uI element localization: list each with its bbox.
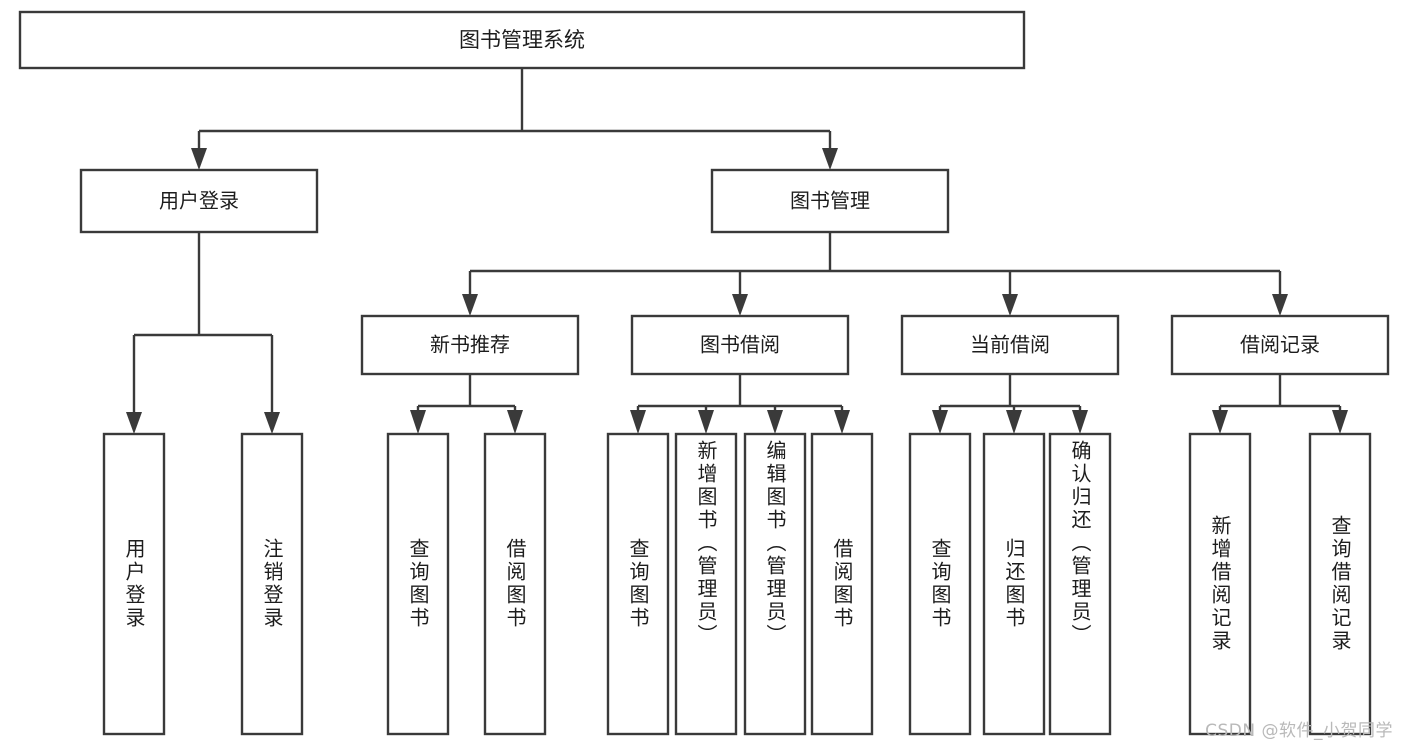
arrow-head-user-login xyxy=(191,148,207,170)
leaf-box-add-book-admin[interactable] xyxy=(674,432,738,736)
leaf-box-return-book[interactable] xyxy=(982,432,1046,736)
arrow-head-new-book-rec xyxy=(462,294,478,316)
leaf-box-borrow-book-1[interactable] xyxy=(483,432,547,736)
node-book-manage-box[interactable] xyxy=(710,168,950,234)
arrow-head-cb-leaf-2 xyxy=(1006,410,1022,434)
arrow-head-bb-leaf-4 xyxy=(834,410,850,434)
node-user-login[interactable]: 用户登录 xyxy=(79,168,319,234)
leaf-box-query-book-2[interactable] xyxy=(606,432,670,736)
connector-bookborrow-to-leaves xyxy=(630,374,850,434)
arrow-head-cb-leaf-1 xyxy=(932,410,948,434)
node-root-label: 图书管理系统 xyxy=(459,28,585,52)
node-borrow-record-label: 借阅记录 xyxy=(1240,333,1320,357)
leaf-box-query-book-1[interactable] xyxy=(386,432,450,736)
node-book-borrow[interactable]: 图书借阅 xyxy=(630,314,850,376)
node-current-borrow[interactable]: 当前借阅 xyxy=(900,314,1120,376)
arrow-head-bb-leaf-3 xyxy=(767,410,783,434)
node-book-borrow-label: 图书借阅 xyxy=(700,333,780,357)
connector-currentborrow-to-leaves xyxy=(932,374,1088,434)
node-borrow-record-box[interactable] xyxy=(1170,314,1390,376)
node-new-book-recommend-label: 新书推荐 xyxy=(430,333,510,357)
leaf-box-add-record[interactable] xyxy=(1188,432,1252,736)
node-borrow-record[interactable]: 借阅记录 xyxy=(1170,314,1390,376)
node-book-borrow-box[interactable] xyxy=(630,314,850,376)
arrow-head-leaf-user-login xyxy=(126,412,142,434)
arrow-head-leaf-logout xyxy=(264,412,280,434)
connector-user-login-to-leaves xyxy=(126,232,280,434)
watermark-text: CSDN @软件_小贺同学 xyxy=(1205,721,1393,741)
node-current-borrow-box[interactable] xyxy=(900,314,1120,376)
node-book-manage-label: 图书管理 xyxy=(790,189,870,213)
arrow-head-bb-leaf-2 xyxy=(698,410,714,434)
connector-borrowrecord-to-leaves xyxy=(1212,374,1348,434)
node-new-book-recommend[interactable]: 新书推荐 xyxy=(360,314,580,376)
arrow-head-bb-leaf-1 xyxy=(630,410,646,434)
leaf-box-edit-book-admin[interactable] xyxy=(743,432,807,736)
leaf-box-confirm-return[interactable] xyxy=(1048,432,1112,736)
node-book-manage[interactable]: 图书管理 xyxy=(710,168,950,234)
leaf-box-borrow-book-2[interactable] xyxy=(810,432,874,736)
leaf-box-user-login[interactable] xyxy=(102,432,166,736)
connector-root-to-level1 xyxy=(191,68,838,170)
arrow-head-nb-leaf-2 xyxy=(507,410,523,434)
leaf-box-query-record[interactable] xyxy=(1308,432,1372,736)
node-new-book-recommend-box[interactable] xyxy=(360,314,580,376)
arrow-head-book-borrow xyxy=(732,294,748,316)
arrow-head-nb-leaf-1 xyxy=(410,410,426,434)
leaf-boxes xyxy=(102,432,1372,736)
connector-newbook-to-leaves xyxy=(410,374,523,434)
arrow-head-book-manage xyxy=(822,148,838,170)
node-current-borrow-label: 当前借阅 xyxy=(970,333,1050,357)
arrow-head-br-leaf-1 xyxy=(1212,410,1228,434)
node-root[interactable]: 图书管理系统 xyxy=(18,10,1026,70)
node-user-login-box[interactable] xyxy=(79,168,319,234)
node-user-login-label: 用户登录 xyxy=(159,189,239,213)
arrow-head-cb-leaf-3 xyxy=(1072,410,1088,434)
node-root-box[interactable] xyxy=(18,10,1026,70)
arrow-head-borrow-record xyxy=(1272,294,1288,316)
connector-book-manage-to-level2 xyxy=(462,232,1288,316)
arrow-head-br-leaf-2 xyxy=(1332,410,1348,434)
arrow-head-current-borrow xyxy=(1002,294,1018,316)
leaf-box-query-book-3[interactable] xyxy=(908,432,972,736)
leaf-box-logout[interactable] xyxy=(240,432,304,736)
